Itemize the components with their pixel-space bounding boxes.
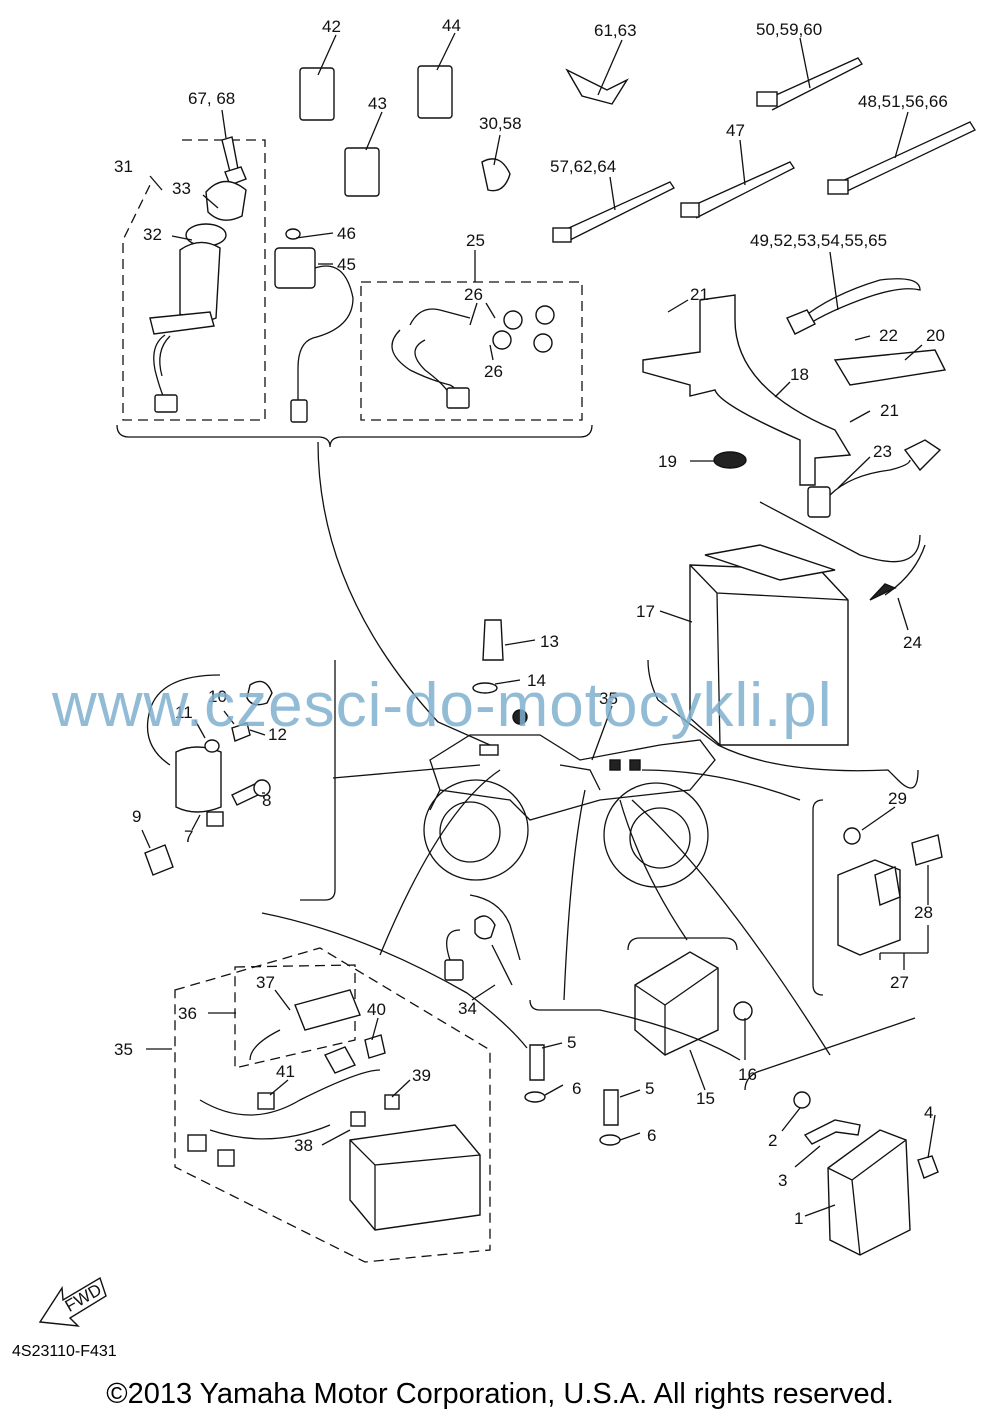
fwd-arrow: FWD [38,1276,107,1327]
coupler-group [299,57,976,335]
callout-39: 39 [412,1066,431,1085]
sensor-group [444,894,621,1146]
callout-67: 67, 68 [188,89,235,108]
callout-4: 4 [924,1103,933,1122]
callout-35b: 35 [599,689,618,708]
callout-29: 29 [888,789,907,808]
callout-26a: 26 [464,285,483,304]
callout-17: 17 [636,602,655,621]
callout-7: 7 [184,827,193,846]
callout-8: 8 [262,791,271,810]
main-switch-group [116,136,593,448]
wire-harness-group [174,912,528,1263]
callout-33: 33 [172,179,191,198]
callout-5a: 5 [567,1033,576,1052]
callout-36: 36 [178,1004,197,1023]
callout-23: 23 [873,442,892,461]
rectifier-group [529,937,753,1061]
callout-21b: 21 [880,401,899,420]
callout-18: 18 [790,365,809,384]
callout-2: 2 [768,1131,777,1150]
callout-61: 61,63 [594,21,637,40]
callout-labels: 1 2 3 4 5 5 6 6 7 8 9 10 11 12 13 14 15 … [114,16,948,1228]
callout-13: 13 [540,632,559,651]
callout-3: 3 [778,1171,787,1190]
callout-5b: 5 [645,1079,654,1098]
callout-48: 48,51,56,66 [858,92,948,111]
callout-30-58: 30,58 [479,114,522,133]
leader-lines [141,32,936,1217]
callout-42: 42 [322,17,341,36]
battery-group [642,294,947,789]
callout-38: 38 [294,1136,313,1155]
callout-26b: 26 [484,362,503,381]
ignition-coil-group [144,660,336,901]
callout-43: 43 [368,94,387,113]
reference-code: 4S23110-F431 [12,1343,117,1360]
callout-11: 11 [175,703,193,722]
callout-31: 31 [114,157,133,176]
callout-6b: 6 [647,1126,656,1145]
callout-1: 1 [794,1209,803,1228]
relay-group [812,799,943,996]
callout-34: 34 [458,999,477,1018]
callout-25: 25 [466,231,485,250]
callout-32: 32 [143,225,162,244]
callout-19: 19 [658,452,677,471]
atv-outline [423,619,716,888]
callout-35a: 35 [114,1040,133,1059]
cdi-group [744,1017,939,1256]
watermark-text: www.czesci-do-motocykli.pl [52,671,833,740]
callout-16: 16 [738,1065,757,1084]
callout-15: 15 [696,1089,715,1108]
callout-45: 45 [337,255,356,274]
callout-41: 41 [276,1062,295,1081]
callout-37: 37 [256,973,275,992]
callout-21a: 21 [690,285,709,304]
callout-46: 46 [337,224,356,243]
callout-50: 50,59,60 [756,20,822,39]
callout-9: 9 [132,807,141,826]
callout-24: 24 [903,633,922,652]
callout-6a: 6 [572,1079,581,1098]
callout-57: 57,62,64 [550,157,616,176]
callout-14: 14 [527,671,546,690]
callout-40: 40 [367,1000,386,1019]
callout-28: 28 [914,903,933,922]
callout-10: 10 [208,687,227,706]
callout-49: 49,52,53,54,55,65 [750,231,887,250]
copyright-notice: ©2013 Yamaha Motor Corporation, U.S.A. A… [106,1378,894,1410]
callout-20: 20 [926,326,945,345]
callout-47: 47 [726,121,745,140]
callout-22: 22 [879,326,898,345]
callout-12: 12 [268,725,287,744]
callout-44: 44 [442,16,461,35]
callout-27: 27 [890,973,909,992]
